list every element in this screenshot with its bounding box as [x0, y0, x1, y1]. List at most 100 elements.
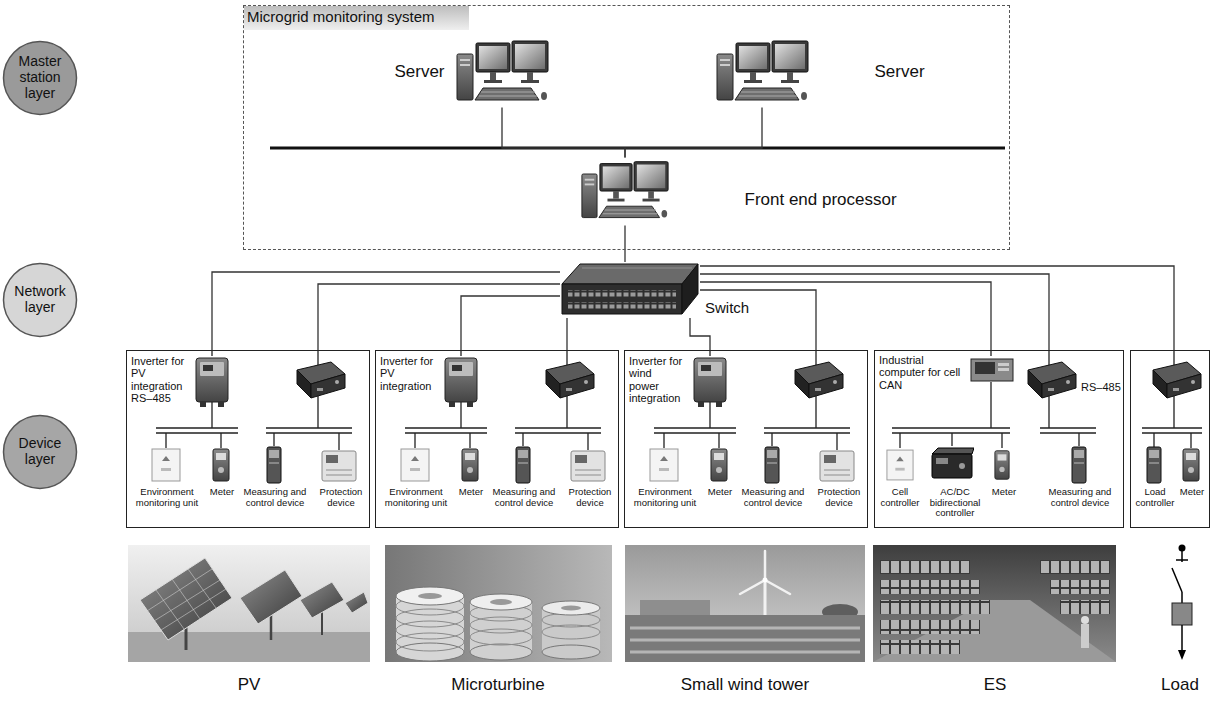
node-label: Server: [875, 62, 937, 81]
network-connector: [461, 296, 560, 350]
wind-tower-photo: [763, 578, 768, 583]
microturbine-photo: [561, 606, 581, 611]
microturbine-photo: [396, 633, 464, 651]
node-label: AC/DC bidirectional controller: [924, 487, 986, 519]
monitoring-system-box: Microgrid monitoring systemServerServerF…: [243, 5, 1010, 250]
network-connector: [566, 318, 567, 350]
node-label: Environment monitoring unit: [379, 487, 453, 508]
device-group-box: Inverter for PV integrationEnvironment m…: [375, 350, 619, 528]
microturbine-photo: [385, 545, 612, 662]
energy-storage-photo: [1060, 600, 1110, 614]
network-connector: [700, 282, 991, 350]
node-label: Inverter for PV integration: [380, 355, 434, 392]
node-label: Protection device: [563, 487, 617, 508]
device-group-icons: [887, 450, 913, 480]
device-group-icons: [650, 350, 854, 483]
energy-storage-photo: [873, 545, 1116, 662]
node-label: Environment monitoring unit: [628, 487, 702, 508]
energy-storage-photo: [1081, 624, 1089, 648]
node-label: Protection device: [812, 487, 866, 508]
pv-photo: [147, 569, 226, 630]
load-switch-symbol: [1176, 559, 1188, 561]
node-label: Meter: [454, 487, 488, 498]
microturbine-photo: [470, 644, 532, 660]
wind-tower-photo: [764, 580, 767, 615]
switch-icon: [562, 264, 698, 314]
node-label: Network layer: [9, 284, 71, 315]
device-group-box: Load controllerMeter: [1130, 350, 1210, 528]
layer-circle: Master station layer: [2, 40, 78, 116]
device-group-icons: [971, 359, 1013, 381]
node-label: Measuring and control device: [242, 487, 308, 508]
computer-icon: [457, 41, 548, 100]
load-switch-symbol: [1172, 568, 1182, 592]
device-group-icons: [932, 448, 974, 478]
energy-storage-photo: [873, 545, 1116, 662]
network-connector: [700, 266, 1174, 350]
node-label: Master station layer: [9, 54, 71, 101]
node-label: Load controller: [1133, 487, 1177, 508]
wind-tower-photo: [625, 545, 865, 662]
microturbine-photo: [396, 621, 464, 639]
device-group-icons: [1183, 449, 1199, 481]
node-label: Inverter for PV integration RS–485: [131, 355, 185, 404]
network-connector: [624, 226, 625, 263]
wind-tower-photo: [630, 628, 860, 652]
microturbine-photo: [542, 625, 600, 639]
layer-circle-shape: [4, 264, 77, 337]
pv-photo: [128, 545, 370, 662]
server-node: Server: [455, 38, 550, 108]
energy-storage-photo: [1040, 560, 1110, 574]
switch-icon: [562, 264, 698, 314]
pv-photo: [140, 558, 232, 640]
load-switch-symbol: [1172, 603, 1192, 625]
microturbine-photo: [490, 599, 512, 605]
device-group-icons: [152, 350, 1202, 483]
node-label: Meter: [1177, 487, 1207, 498]
load-switch-symbol: [1179, 545, 1186, 552]
device-group-icons: [152, 350, 356, 483]
node-label: Cell controller: [878, 487, 922, 508]
load-switch-symbol: [1178, 650, 1186, 660]
energy-storage-photo: [880, 640, 960, 654]
network-connector: [502, 108, 625, 158]
device-group-icons: [995, 451, 1009, 479]
pv-photo: [240, 570, 302, 624]
node-label: Meter: [988, 487, 1020, 498]
node-label: Measuring and control device: [491, 487, 557, 508]
server-node: Server: [715, 38, 810, 108]
node-label: Measuring and control device: [740, 487, 806, 508]
device-group-box: Industrial computer for cell CANRS–485Ce…: [874, 350, 1124, 528]
layer-circle-shape: [4, 42, 77, 115]
microturbine-photo: [396, 643, 464, 661]
computer-icon: [717, 41, 808, 100]
computer-icon: [582, 162, 668, 218]
energy-storage-photo: [880, 600, 990, 614]
device-group-icons: [1142, 350, 1202, 448]
microturbine-photo: [418, 593, 442, 599]
energy-storage-photo: [880, 560, 970, 574]
microturbine-photo: [470, 629, 532, 645]
caption-label: PV: [209, 675, 289, 694]
load-switch-symbol: [1181, 625, 1183, 651]
node-label: Microgrid monitoring system: [244, 6, 469, 30]
node-label: Meter: [205, 487, 239, 498]
node-label: Measuring and control device: [1047, 487, 1113, 508]
network-connector: [700, 274, 1049, 350]
network-connector: [625, 108, 762, 158]
device-group-box: Inverter for PV integration RS–485Enviro…: [126, 350, 370, 528]
device-group-icons: [401, 350, 605, 483]
node-label: Industrial computer for cell CAN: [879, 354, 967, 391]
caption-label: ES: [965, 675, 1025, 694]
node-label: Inverter for wind power integration: [629, 355, 683, 404]
microturbine-photo: [396, 587, 464, 605]
device-group-icons: [1153, 362, 1201, 398]
microturbine-photo: [385, 545, 612, 662]
wind-tower-photo: [625, 615, 865, 662]
node-label: Meter: [703, 487, 737, 498]
node-label: Environment monitoring unit: [130, 487, 204, 508]
switch-node: Switch: [560, 262, 700, 318]
node-label: Server: [383, 62, 445, 81]
